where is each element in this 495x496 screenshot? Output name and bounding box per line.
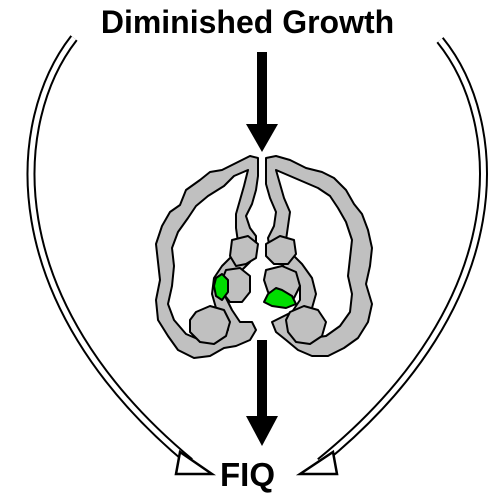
bottom-down-arrow: [246, 340, 278, 446]
brain-coronal-section-icon: [156, 156, 372, 358]
bottom-label: FIQ: [200, 455, 295, 495]
right-arrowhead: [300, 452, 337, 474]
top-label: Diminished Growth: [0, 2, 495, 42]
left-highlight-region: [214, 274, 228, 300]
top-down-arrow: [246, 52, 278, 152]
